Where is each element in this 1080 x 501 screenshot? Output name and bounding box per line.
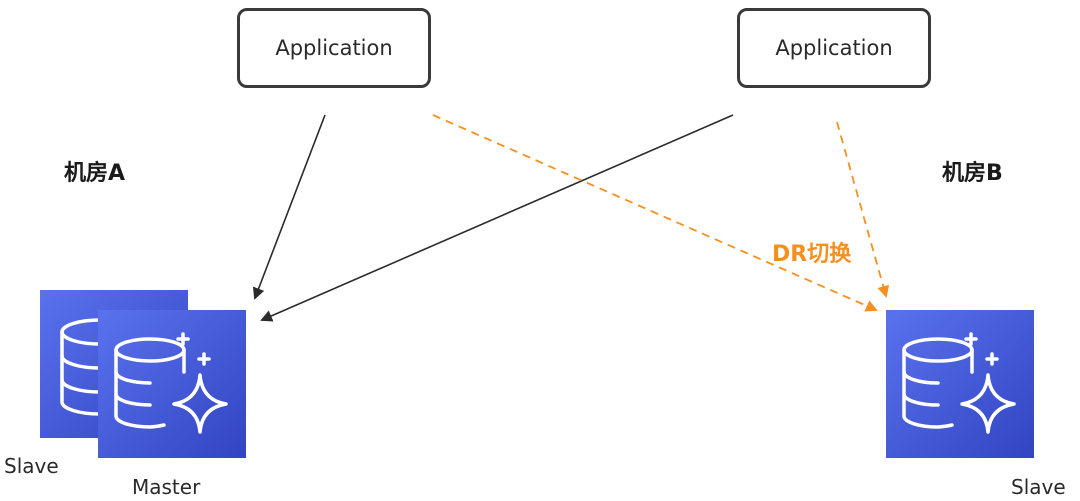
room-b-label: 机房B [942,161,1003,186]
application-box-b: Application [737,8,931,88]
slave-a-caption: Slave [4,454,59,478]
failover-label: DR切换 [772,242,852,267]
slave-b-caption: Slave [1011,475,1066,499]
arrow-app-b-to-master [260,114,734,322]
failover-arrow-app-a-to-slave-b [432,114,878,312]
slave-b-database-tile [886,310,1034,458]
application-box-a: Application [237,8,431,88]
application-label: Application [275,36,393,60]
room-a-label: 机房A [64,161,126,186]
application-label: Application [775,36,893,60]
master-database-tile [98,310,246,458]
database-sparkle-icon [114,332,228,434]
master-caption: Master [132,475,201,499]
failover-arrow-app-b-to-slave-b [836,121,890,298]
database-sparkle-icon [902,332,1016,434]
arrow-app-a-to-master [252,114,326,300]
